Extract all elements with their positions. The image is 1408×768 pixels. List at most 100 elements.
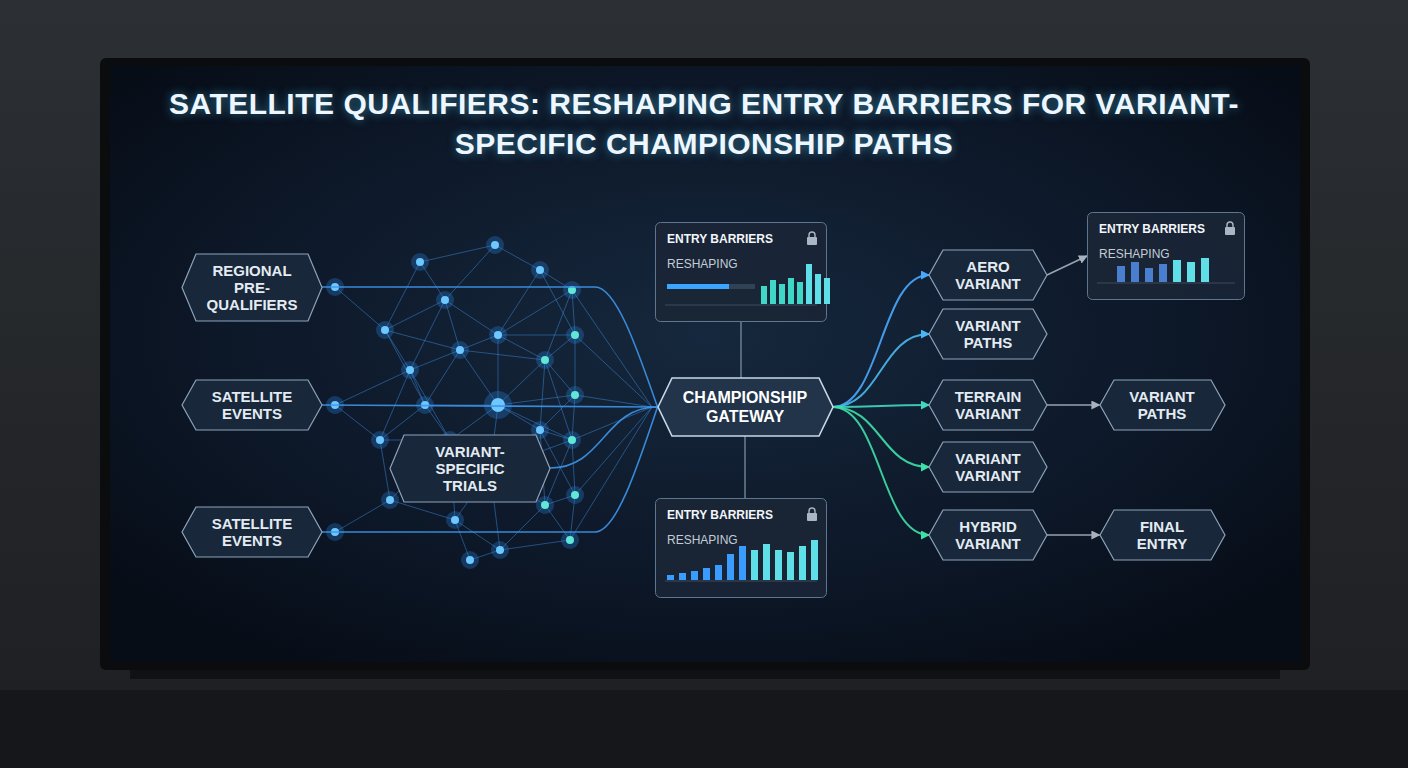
network-line xyxy=(575,395,652,407)
network-line xyxy=(460,350,545,360)
chart-bar xyxy=(799,546,806,580)
lock-body xyxy=(807,513,817,521)
chart-panel: ENTRY BARRIERS RESHAPING xyxy=(655,222,827,322)
lock-icon xyxy=(807,232,817,245)
node-label: REGIONAL PRE-QUALIFIERS xyxy=(202,262,302,313)
panel-heading: ENTRY BARRIERS xyxy=(667,508,815,523)
network-node xyxy=(406,366,414,374)
connector xyxy=(833,405,930,407)
connector xyxy=(1047,534,1100,536)
network-node xyxy=(376,436,384,444)
network-node-glow xyxy=(381,491,399,509)
node-outline xyxy=(658,378,833,436)
network-node xyxy=(491,398,505,412)
network-line xyxy=(498,290,572,335)
bar-chart xyxy=(761,264,830,304)
network-node-glow xyxy=(563,431,581,449)
node-label: VARIANT-SPECIFIC TRIALS xyxy=(410,443,530,494)
chart-bar xyxy=(811,540,818,580)
chart-bar xyxy=(761,286,767,304)
network-node-glow xyxy=(401,361,419,379)
node-label: VARIANT PATHS xyxy=(949,317,1027,351)
network-node-glow xyxy=(486,236,504,254)
chart-bar xyxy=(1173,260,1181,282)
connector xyxy=(322,287,658,407)
network-line xyxy=(498,335,575,336)
network-node xyxy=(451,516,459,524)
hexagon-tag: VARIANT VARIANT xyxy=(929,442,1047,492)
hexagon-outline xyxy=(929,380,1047,430)
hexagon-tag: VARIANT PATHS xyxy=(929,309,1047,359)
chart-bar xyxy=(691,571,698,580)
chart-bar xyxy=(715,565,722,580)
connector xyxy=(550,407,658,468)
node-label: SATELLITE EVENTS xyxy=(202,388,302,422)
hexagon-tag: VARIANT-SPECIFIC TRIALS xyxy=(390,435,550,502)
hexagon-tag: TERRAIN VARIANT xyxy=(929,380,1047,430)
chart-bar xyxy=(703,568,710,580)
connector xyxy=(833,407,930,535)
chart-bar xyxy=(797,282,803,304)
progress-fill xyxy=(667,284,729,289)
network-line xyxy=(500,540,570,550)
network-node xyxy=(541,501,549,509)
hexagon-tag: SATELLITE EVENTS xyxy=(182,507,322,557)
node-label: AERO VARIANT xyxy=(949,258,1027,292)
network-node-glow xyxy=(563,281,581,299)
hexagon-tag: FINAL ENTRY xyxy=(1100,510,1225,560)
panel-heading: ENTRY BARRIERS xyxy=(667,232,815,247)
network-line xyxy=(420,245,495,262)
chart-bar xyxy=(739,546,746,580)
chart-bar xyxy=(1145,268,1153,282)
network-node xyxy=(496,546,504,554)
connector xyxy=(833,407,930,467)
hexagon-tag: AERO VARIANT xyxy=(929,250,1047,300)
connector xyxy=(740,322,742,378)
node-label: FINAL ENTRY xyxy=(1120,518,1205,552)
network-line xyxy=(335,370,410,405)
hexagon-outline xyxy=(929,510,1047,560)
network-node-glow xyxy=(371,431,389,449)
chart-axis xyxy=(665,581,817,582)
network-node-glow xyxy=(531,261,549,279)
network-line xyxy=(380,440,390,500)
network-node-glow xyxy=(461,551,479,569)
network-line xyxy=(445,300,498,335)
chart-bar xyxy=(1131,262,1139,282)
network-node-glow xyxy=(484,391,512,419)
network-line xyxy=(498,270,540,335)
hexagon-outline xyxy=(182,380,322,430)
lock-icon xyxy=(1225,222,1235,235)
hexagon-tag: VARIANT PATHS xyxy=(1100,380,1225,430)
network-line xyxy=(410,300,445,370)
chart-bar xyxy=(1159,264,1167,282)
network-node xyxy=(441,296,449,304)
hexagon-outline xyxy=(1100,510,1225,560)
network-node-glow xyxy=(489,326,507,344)
title: SATELLITE QUALIFIERS: RESHAPING ENTRY BA… xyxy=(154,84,1254,164)
network-node xyxy=(536,426,544,434)
hexagon-outline xyxy=(1100,380,1225,430)
panel-subtitle: RESHAPING xyxy=(667,257,815,272)
gateway-hexagon: CHAMPIONSHIP GATEWAY xyxy=(658,378,833,436)
panel-outline xyxy=(656,223,827,322)
network-node-glow xyxy=(436,291,454,309)
lock-shackle xyxy=(1227,222,1233,227)
chart-bar xyxy=(679,573,686,580)
panel-heading: ENTRY BARRIERS xyxy=(1099,222,1233,237)
node-label: VARIANT VARIANT xyxy=(949,450,1027,484)
network-line xyxy=(500,505,545,550)
network-node-glow xyxy=(411,253,429,271)
network-node xyxy=(466,556,474,564)
network-node-glow xyxy=(491,541,509,559)
hexagon-outline xyxy=(929,250,1047,300)
hexagon-tag: REGIONAL PRE-QUALIFIERS xyxy=(182,254,322,321)
network-line xyxy=(575,407,652,495)
network-node-glow xyxy=(566,386,584,404)
lock-body xyxy=(807,237,817,245)
hexagon-tag: SATELLITE EVENTS xyxy=(182,380,322,430)
hexagon-outline xyxy=(182,507,322,557)
chart-bar xyxy=(1201,258,1209,282)
network-line xyxy=(572,407,652,440)
